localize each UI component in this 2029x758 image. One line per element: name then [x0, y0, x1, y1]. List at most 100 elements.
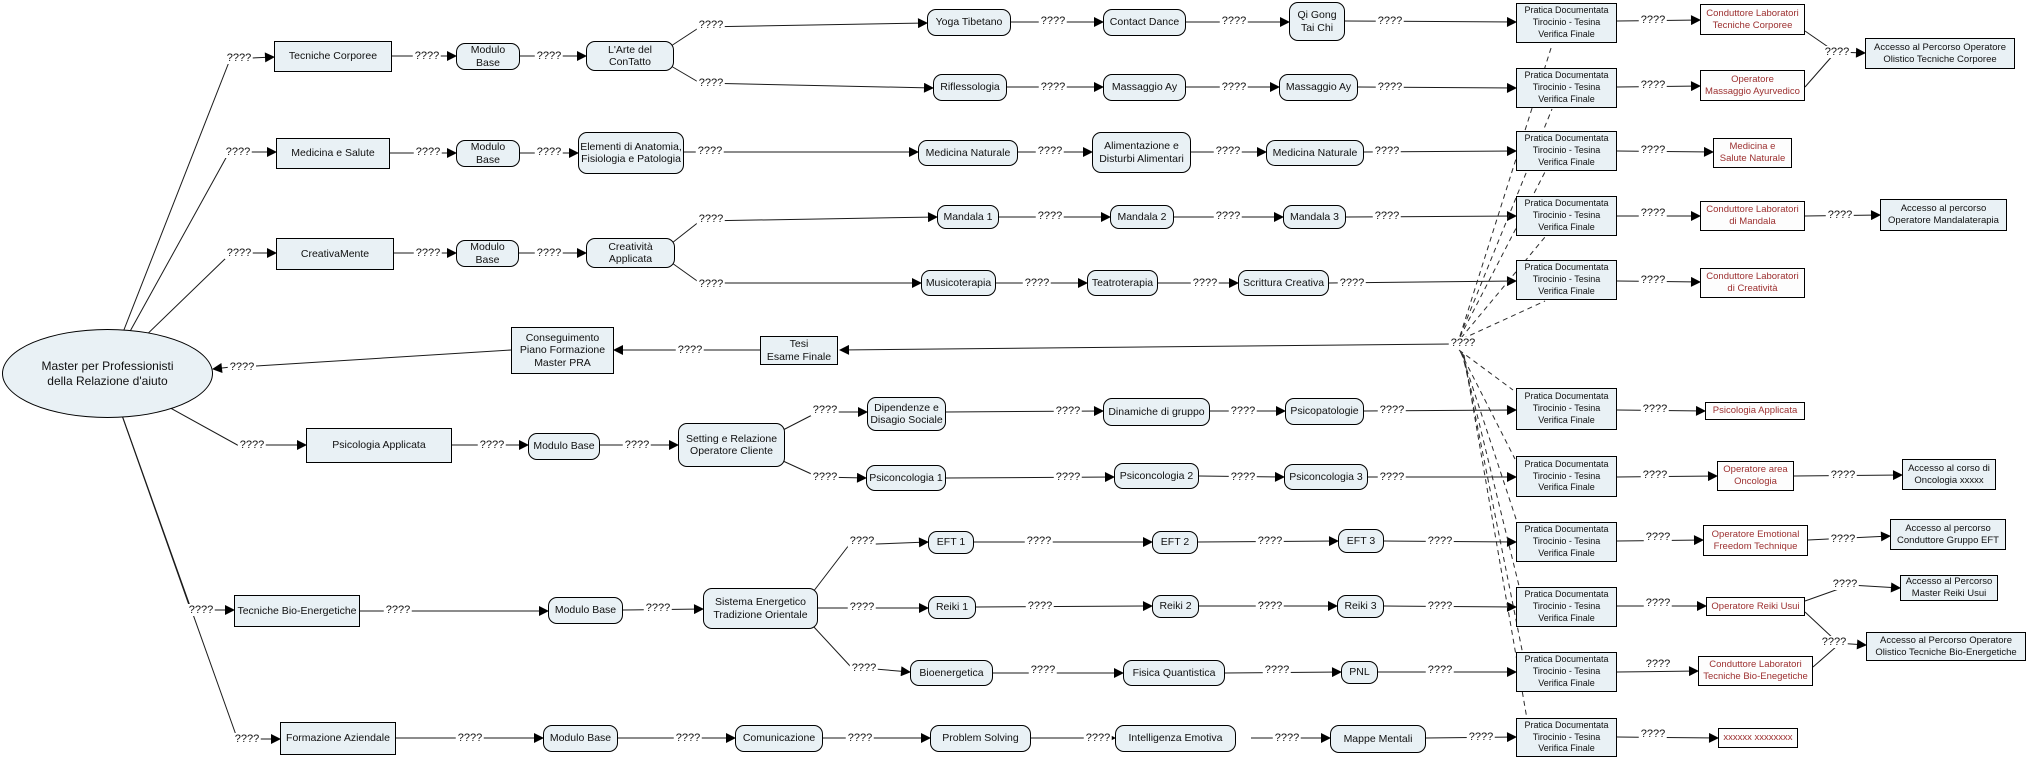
- node-medicina-salute-naturale: Medicina e Salute Naturale: [1713, 138, 1792, 168]
- edge-label: ????: [1640, 469, 1670, 481]
- edge-label: ????: [1828, 533, 1858, 545]
- node-psicopatologie: Psicopatologie: [1285, 398, 1364, 425]
- node-pnl: PNL: [1341, 661, 1378, 684]
- edge-label: ????: [1219, 81, 1249, 93]
- edge-label: ????: [1425, 535, 1455, 547]
- connector: [1804, 611, 1836, 641]
- edge-label: ????: [1643, 658, 1673, 670]
- connector: [671, 262, 701, 284]
- edge-label: ????: [1053, 405, 1083, 417]
- connector: [812, 625, 852, 668]
- node-accesso-eft: Accesso al percorso Conduttore Gruppo EF…: [1890, 519, 2006, 550]
- edge-label: ????: [695, 145, 725, 157]
- edge-label: ????: [1213, 210, 1243, 222]
- node-modulo-base-1: Modulo Base: [456, 43, 520, 70]
- edge-label: ????: [1640, 403, 1670, 415]
- node-pratica-8: Pratica Documentata Tirocinio - Tesina V…: [1516, 522, 1617, 562]
- node-modulo-base-6: Modulo Base: [543, 725, 618, 752]
- edge-label: ????: [1375, 81, 1405, 93]
- node-operatore-reiki-usui: Operatore Reiki Usui: [1706, 597, 1805, 616]
- connector: [1344, 16, 1517, 27]
- dashed-connector: [1459, 350, 1516, 460]
- node-mandala-2: Mandala 2: [1110, 205, 1174, 229]
- node-conduttore-mandala: Conduttore Laboratori di Mandala: [1700, 201, 1805, 231]
- edge-label: ????: [622, 439, 652, 451]
- edge-label: ????: [1272, 732, 1302, 744]
- node-creativita-applicata: Creatività Applicata: [586, 238, 675, 268]
- node-eft-1: EFT 1: [928, 531, 974, 554]
- node-accesso-bio-energetiche: Accesso al Percorso Operatore Olistico T…: [1866, 632, 2026, 661]
- connector: [670, 26, 701, 47]
- edge-label: ????: [696, 77, 726, 89]
- edge-label: ????: [696, 213, 726, 225]
- edge-label: ????: [1638, 207, 1668, 219]
- edge-label: ????: [696, 278, 726, 290]
- edge-label: ????: [1219, 15, 1249, 27]
- edge-label: ????: [1022, 277, 1052, 289]
- node-creativamente: CreativaMente: [276, 238, 394, 270]
- node-scrittura-creativa: Scrittura Creativa: [1238, 270, 1329, 296]
- edge-label: ????: [534, 50, 564, 62]
- node-pratica-11: Pratica Documentata Tirocinio - Tesina V…: [1516, 718, 1617, 757]
- node-eft-2: EFT 2: [1152, 531, 1198, 554]
- edge-label: ????: [1372, 210, 1402, 222]
- node-alimentazione-disturbi: Alimentazione e Disturbi Alimentari: [1092, 132, 1191, 173]
- node-teatroterapia: Teatroterapia: [1087, 270, 1158, 296]
- node-dinamiche-di-gruppo: Dinamiche di gruppo: [1103, 398, 1210, 426]
- edge-label: ????: [534, 247, 564, 259]
- node-reiki-2: Reiki 2: [1152, 595, 1199, 618]
- node-psiconcologia-3: Psiconcologia 3: [1284, 464, 1368, 490]
- node-operatore-massaggio-ayurvedico: Operatore Massaggio Ayurvedico: [1700, 70, 1805, 101]
- edge-label: ????: [810, 404, 840, 416]
- node-operatore-eft: Operatore Emotional Freedom Technique: [1703, 525, 1808, 556]
- node-dipendenze-disagio: Dipendenze e Disagio Sociale: [867, 397, 946, 431]
- edge-label: ????: [224, 52, 254, 64]
- node-reiki-1: Reiki 1: [928, 596, 976, 619]
- edge-label: ????: [1828, 469, 1858, 481]
- node-elementi-anatomia: Elementi di Anatomia, Fisiologia e Patol…: [578, 132, 684, 174]
- dashed-connector: [1460, 236, 1546, 339]
- edge-label: ????: [1255, 600, 1285, 612]
- node-sistema-energetico: Sistema Energetico Tradizione Orientale: [703, 588, 818, 629]
- node-massaggio-ay-1: Massaggio Ay: [1103, 74, 1186, 101]
- edge-label: ????: [1028, 664, 1058, 676]
- edge-label: ????: [1638, 144, 1668, 156]
- node-psicologia-applicata: Psicologia Applicata: [306, 428, 452, 463]
- dashed-connector: [1461, 300, 1546, 340]
- edge-label: ????: [227, 361, 257, 373]
- node-fisica-quantistica: Fisica Quantistica: [1123, 660, 1225, 686]
- node-mandala-3: Mandala 3: [1283, 205, 1346, 229]
- edge-label: ????: [847, 535, 877, 547]
- node-accesso-reiki: Accesso al Percorso Master Reiki Usui: [1900, 575, 1998, 601]
- node-mappe-mentali: Mappe Mentali: [1330, 725, 1426, 753]
- node-contact-dance: Contact Dance: [1103, 9, 1186, 36]
- edge-label: ????: [534, 146, 564, 158]
- edge-label: ????: [1425, 664, 1455, 676]
- node-accesso-mandalaterapia: Accesso al percorso Operatore Mandalater…: [1880, 199, 2007, 231]
- node-psiconcologia-1: Psiconcologia 1: [866, 465, 946, 491]
- edge-label: ????: [696, 19, 726, 31]
- node-accesso-tecniche-corporee: Accesso al Percorso Operatore Olistico T…: [1865, 38, 2015, 69]
- connector: [839, 343, 1453, 355]
- node-psiconcologia-2: Psiconcologia 2: [1114, 463, 1199, 489]
- connector: [1345, 211, 1517, 222]
- node-accesso-oncologia: Accesso al corso di Oncologia xxxxx: [1902, 459, 1996, 490]
- edge-label: ????: [1375, 15, 1405, 27]
- edge-label: ????: [1822, 46, 1852, 58]
- connector: [699, 18, 928, 29]
- connector: [1616, 666, 1699, 677]
- edge-label: ????: [1372, 145, 1402, 157]
- connector: [975, 601, 1153, 612]
- edge-label: ????: [1053, 471, 1083, 483]
- node-conduttore-creativita: Conduttore Laboratori di Creatività: [1700, 268, 1805, 298]
- node-medicina-naturale-2: Medicina Naturale: [1266, 140, 1364, 166]
- edge-label: ????: [673, 732, 703, 744]
- edge-label: ????: [1466, 731, 1496, 743]
- edge-label: ????: [1083, 732, 1113, 744]
- dashed-connector: [1460, 351, 1519, 526]
- node-modulo-base-2: Modulo Base: [456, 140, 520, 167]
- connector: [106, 61, 230, 374]
- node-psicologia-applicata-qualifica: Psicologia Applicata: [1705, 402, 1805, 420]
